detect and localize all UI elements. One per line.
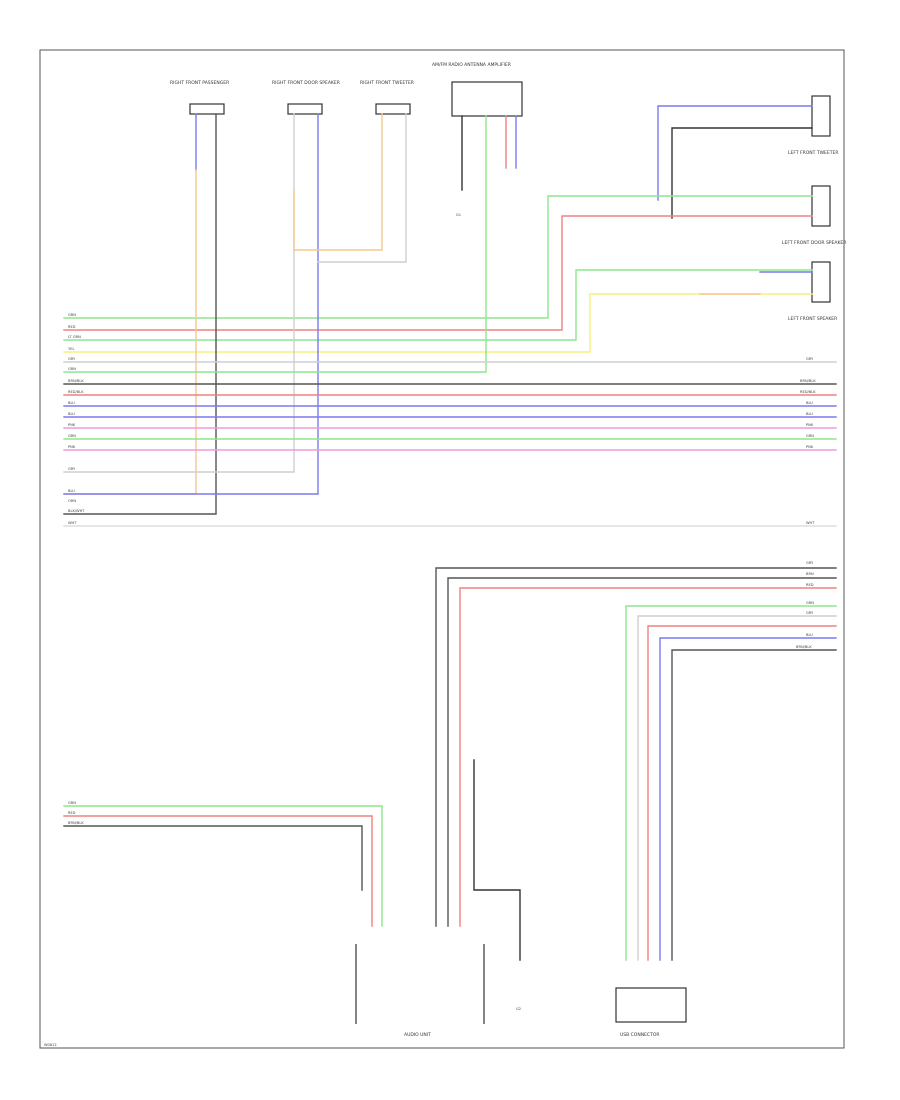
wire-black-lower-mid xyxy=(473,759,521,961)
right-label-2: RED/BLK xyxy=(800,390,816,394)
usb-connector-label: USB CONNECTOR xyxy=(620,1032,660,1038)
bottom-left-label-0: GRN xyxy=(68,801,76,805)
left-label-1: RED xyxy=(68,325,76,329)
right-label-1: BRN/BLK xyxy=(800,379,816,383)
bottom-left-label-1: RED xyxy=(68,811,76,815)
antenna-amplifier-box xyxy=(451,81,523,117)
left-front-door-speaker-label: LEFT FRONT DOOR SPEAKER xyxy=(782,240,846,246)
wire-gray-usb xyxy=(637,615,837,961)
usb-label-2: RED xyxy=(806,583,814,587)
left-label-17: WHT xyxy=(68,521,77,525)
usb-label-4: GRY xyxy=(806,611,814,615)
left-label-14: BLU xyxy=(68,489,75,493)
left-label-2: LT GRN xyxy=(68,335,81,339)
antenna-amplifier-label: AM/FM RADIO ANTENNA AMPLIFIER xyxy=(432,62,511,68)
wire-black-rf-passenger xyxy=(63,113,217,515)
left-label-13: GRY xyxy=(68,467,76,471)
left-label-6: BRN/BLK xyxy=(68,379,84,383)
right-label-6: GRN xyxy=(806,434,814,438)
ground-right-label: G2 xyxy=(516,1007,521,1011)
left-label-9: BLU xyxy=(68,412,75,416)
left-label-7: RED/BLK xyxy=(68,390,84,394)
usb-label-3: GRN xyxy=(806,601,814,605)
left-label-8: BLU xyxy=(68,401,75,405)
wire-yellow-front xyxy=(63,293,813,353)
wire-black-bottom xyxy=(63,825,363,891)
left-front-tweeter-label: LEFT FRONT TWEETER xyxy=(788,150,838,156)
usb-label-1: BRN xyxy=(806,572,814,576)
wire-red-bottom xyxy=(63,815,373,927)
right-wire-labels: GRY BRN/BLK RED/BLK BLU BLU PNK GRN PNK … xyxy=(800,357,816,525)
left-front-passenger-speaker-box xyxy=(811,261,831,303)
ground-left-label: G1 xyxy=(456,213,461,217)
wire-blue-tweeter xyxy=(657,105,813,201)
wire-green-antenna xyxy=(63,115,487,373)
usb-label-6: BRN/BLK xyxy=(796,645,812,649)
wire-ltgreen-front xyxy=(63,269,813,341)
wire-gray-rf-door xyxy=(63,113,295,473)
left-label-16: BLK/WHT xyxy=(68,509,85,513)
left-label-11: GRN xyxy=(68,434,76,438)
usb-label-5: BLU xyxy=(806,633,813,637)
right-label-5: PNK xyxy=(806,423,814,427)
wire-gray-lower xyxy=(435,567,837,927)
left-front-door-speaker-box xyxy=(811,185,831,227)
left-front-tweeter-box xyxy=(811,95,831,137)
usb-connector-box xyxy=(615,987,687,1023)
right-front-passenger-connector xyxy=(189,103,225,115)
usb-wire-labels: GRY BRN RED GRN GRY BLU BRN/BLK xyxy=(796,561,814,649)
left-label-0: GRN xyxy=(68,313,76,317)
left-label-10: PNK xyxy=(68,423,76,427)
right-label-4: BLU xyxy=(806,412,813,416)
wire-blue-rf-door xyxy=(63,113,319,495)
left-label-4: GRY xyxy=(68,357,76,361)
wire-blue-usb xyxy=(659,637,837,961)
left-label-3: YEL xyxy=(68,347,74,351)
right-front-passenger-speaker-label: RIGHT FRONT PASSENGER xyxy=(170,80,229,86)
usb-label-0: GRY xyxy=(806,561,814,565)
wire-yellow-rf-door-seg xyxy=(293,113,383,251)
left-label-12: PNK xyxy=(68,445,76,449)
left-wire-labels: GRN RED LT GRN YEL GRY GRN BRN/BLK RED/B… xyxy=(68,313,85,525)
wire-red-lower xyxy=(459,587,837,927)
bottom-left-wire-labels: GRN RED BRN/BLK xyxy=(68,801,84,825)
right-label-3: BLU xyxy=(806,401,813,405)
wire-green-door xyxy=(63,195,813,319)
wire-black-usb xyxy=(671,649,837,961)
right-label-8: WHT xyxy=(806,521,815,525)
wire-red-usb xyxy=(647,625,837,961)
left-label-15: ORN xyxy=(68,499,76,503)
left-front-passenger-speaker-label: LEFT FRONT SPEAKER xyxy=(788,316,837,322)
wire-green-usb xyxy=(625,605,837,961)
wire-green-bottom xyxy=(63,805,383,927)
right-front-door-speaker-label: RIGHT FRONT DOOR SPEAKER xyxy=(272,80,340,86)
left-label-5: GRN xyxy=(68,367,76,371)
right-label-0: GRY xyxy=(806,357,814,361)
wire-red-door xyxy=(63,215,813,331)
right-front-tweeter-label: RIGHT FRONT TWEETER xyxy=(360,80,414,86)
diagram-frame xyxy=(39,49,845,1049)
wire-brown-lower xyxy=(447,577,837,927)
wire-orange-rf-passenger xyxy=(63,169,197,495)
footer-code: W0812 xyxy=(44,1043,57,1047)
wire-black-tweeter xyxy=(671,127,813,219)
bottom-left-label-2: BRN/BLK xyxy=(68,821,84,825)
right-label-7: PNK xyxy=(806,445,814,449)
right-front-tweeter-connector xyxy=(375,103,411,115)
audio-unit-label: AUDIO UNIT xyxy=(404,1032,431,1038)
wire-gray-rf-tweeter xyxy=(317,113,407,263)
right-front-door-connector xyxy=(287,103,323,115)
